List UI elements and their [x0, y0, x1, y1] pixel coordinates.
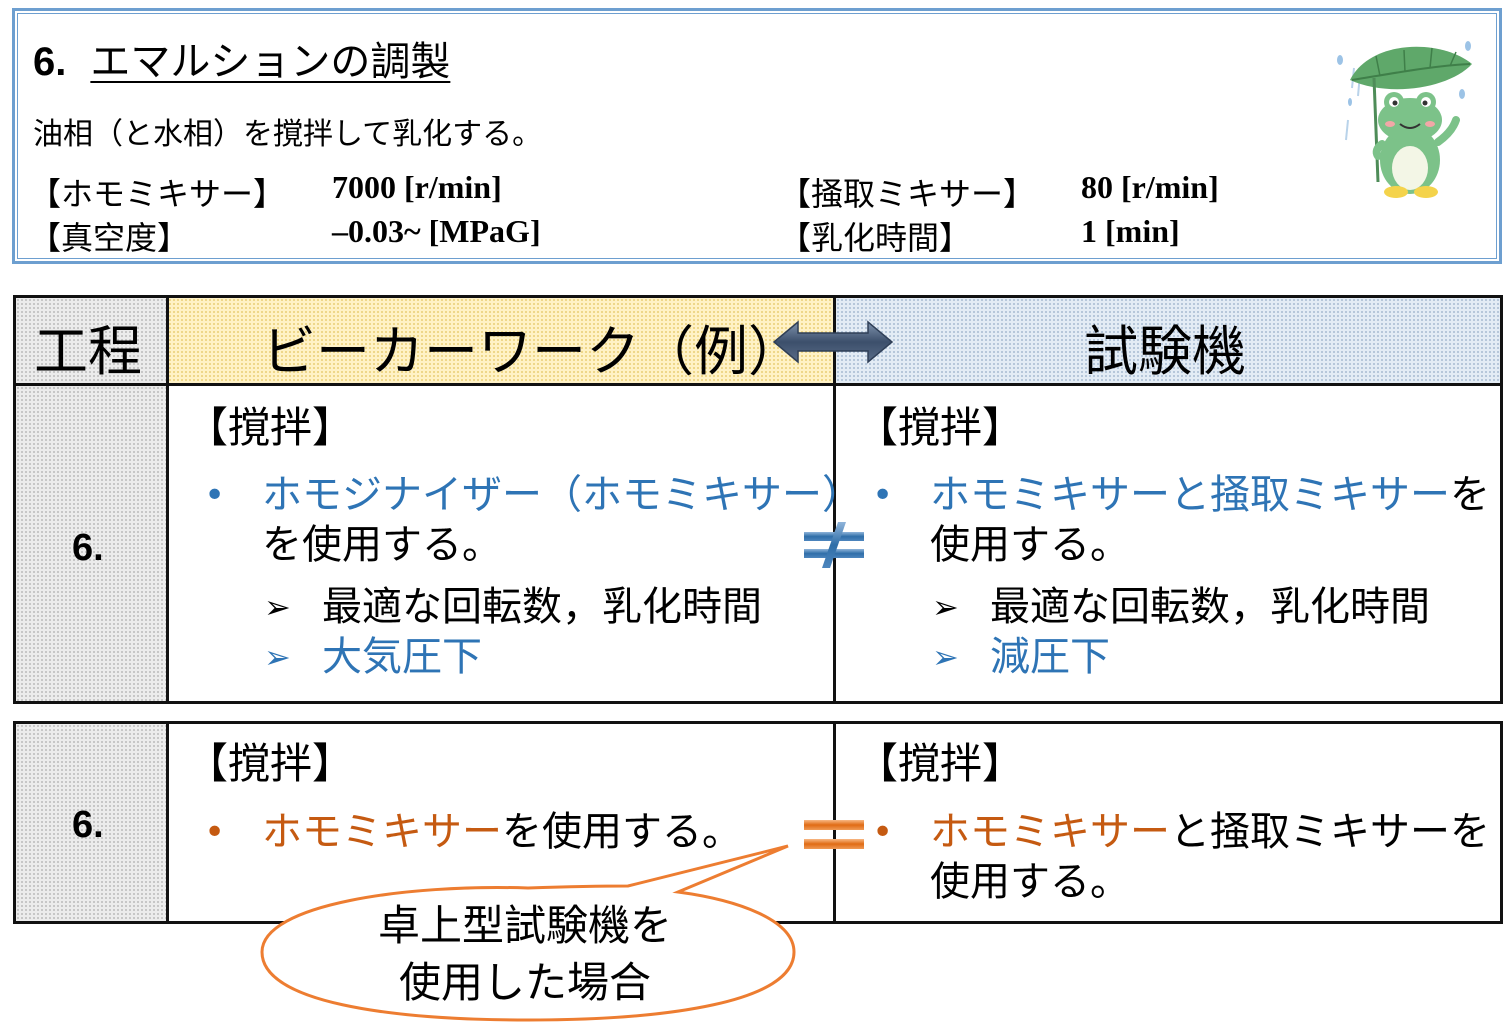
- test-sub1-row1: 最適な回転数，乳化時間: [990, 584, 1430, 630]
- arrow-bullet-icon: ➢: [264, 638, 291, 676]
- section-description: 油相（と水相）を撹拌して乳化する。: [33, 117, 543, 152]
- grid-line: [166, 722, 169, 923]
- equal-icon: [804, 820, 864, 849]
- beaker-bullet-row1: ホモジナイザー（ホモミキサー）: [262, 470, 862, 520]
- test-heading-row2: 【撹拌】: [856, 739, 1025, 788]
- beaker-equipment-text: ホモジナイザー（ホモミキサー）: [262, 472, 862, 518]
- test-bullet-row1-suffix: を: [1450, 472, 1490, 518]
- callout-text: 卓上型試験機を 使用した場合: [330, 898, 720, 1011]
- param-value-scraper: 80 [r/min]: [1081, 169, 1219, 205]
- bullet-dot: •: [872, 475, 894, 516]
- test-header-cell: [836, 298, 1500, 384]
- beaker-sub2-row1: 大気圧下: [322, 634, 482, 680]
- column-header-test: 試験機: [1084, 320, 1246, 383]
- beaker-bullet-row1-cont: を使用する。: [262, 522, 502, 568]
- grid-line: [166, 296, 169, 703]
- callout-line1: 卓上型試験機を: [377, 901, 672, 950]
- beaker-equipment-text-2: ホモミキサー: [262, 809, 502, 855]
- section-title: 6. エマルションの調製: [33, 29, 450, 87]
- comparison-table-2: [13, 721, 1503, 924]
- process-number-row1: 6.: [72, 527, 104, 569]
- test-bullet-row2-suffix: と掻取ミキサーを: [1170, 809, 1490, 855]
- test-equipment-text: ホモミキサーと掻取ミキサー: [930, 472, 1450, 518]
- param-value-homomixer: 7000 [r/min]: [332, 169, 502, 205]
- test-equipment-text-2: ホモミキサー: [930, 809, 1170, 855]
- test-bullet-row1-cont: 使用する。: [930, 522, 1130, 568]
- beaker-sub1-row1: 最適な回転数，乳化時間: [322, 584, 762, 630]
- test-bullet-row2-cont: 使用する。: [930, 859, 1130, 905]
- param-label-homomixer: 【ホモミキサー】: [29, 175, 286, 213]
- column-header-process: 工程: [34, 320, 142, 383]
- test-bullet-row1: ホモミキサーと掻取ミキサーを: [930, 470, 1490, 520]
- process-cell-row2: [16, 724, 166, 921]
- param-label-emulsify-time: 【乳化時間】: [779, 219, 972, 257]
- test-heading-row1: 【撹拌】: [856, 403, 1025, 452]
- header-box: 6. エマルションの調製 油相（と水相）を撹拌して乳化する。 【ホモミキサー】 7…: [12, 8, 1502, 264]
- process-header-cell: [16, 298, 166, 384]
- beaker-bullet-row2-suffix: を使用する。: [502, 809, 742, 855]
- arrow-bullet-icon: ➢: [264, 588, 291, 626]
- process-cell-row1: [16, 386, 166, 701]
- grid-line: [14, 383, 1502, 386]
- column-header-beaker: ビーカーワーク（例）: [262, 320, 802, 383]
- callout-line2: 使用した場合: [398, 957, 651, 1007]
- test-bullet-row2: ホモミキサーと掻取ミキサーを: [930, 807, 1490, 857]
- process-number-row2: 6.: [72, 804, 104, 846]
- arrow-bullet-icon: ➢: [932, 588, 959, 626]
- param-label-vacuum: 【真空度】: [29, 219, 190, 257]
- not-equal-icon: [804, 522, 864, 568]
- section-title-text: エマルションの調製: [90, 39, 451, 85]
- section-number: 6.: [33, 40, 67, 84]
- bullet-dot: •: [204, 812, 226, 853]
- test-sub2-row1: 減圧下: [990, 634, 1110, 680]
- beaker-header-cell: [168, 298, 834, 384]
- speech-bubble-callout: [260, 844, 796, 1022]
- arrow-bullet-icon: ➢: [932, 638, 959, 676]
- beaker-bullet-row2: ホモミキサーを使用する。: [262, 807, 742, 857]
- double-arrow-icon: [772, 320, 894, 364]
- grid-line: [833, 296, 836, 703]
- param-value-emulsify-time: 1 [min]: [1081, 213, 1180, 249]
- param-label-scraper: 【掻取ミキサー】: [779, 175, 1036, 213]
- param-value-vacuum: –0.03~ [MPaG]: [332, 213, 541, 249]
- beaker-heading-row1: 【撹拌】: [186, 403, 355, 452]
- bullet-dot: •: [872, 812, 894, 853]
- bullet-dot: •: [204, 475, 226, 516]
- beaker-heading-row2: 【撹拌】: [186, 739, 355, 788]
- frog-with-leaf-umbrella-illustration: [1337, 41, 1472, 198]
